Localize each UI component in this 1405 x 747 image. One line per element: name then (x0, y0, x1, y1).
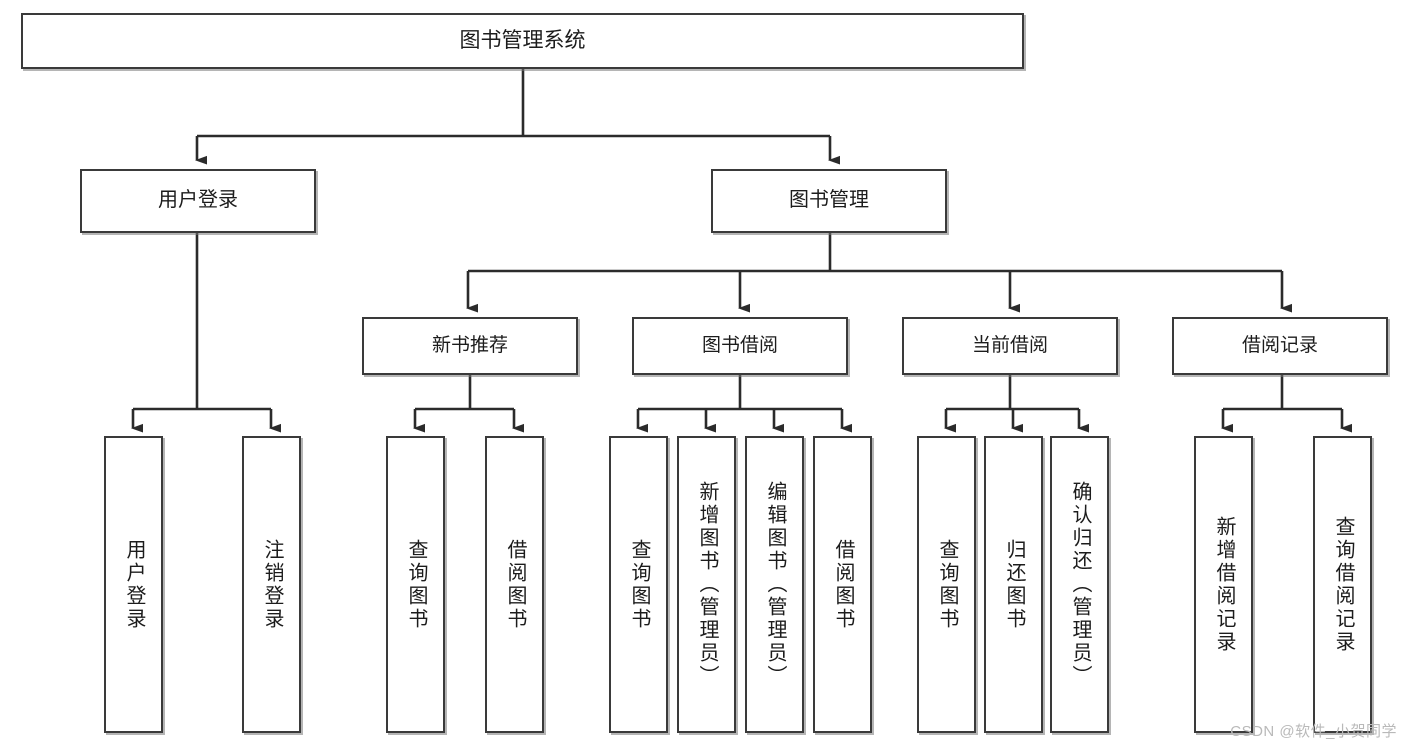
leaf-record-search-record[interactable]: 查询借阅记录 (1313, 436, 1372, 733)
leaf-current-return-book[interactable]: 归还图书 (984, 436, 1043, 733)
leaf-borrow-add-book[interactable]: 新增图书（管理员） (677, 436, 736, 733)
node-label: 查询借阅记录 (1332, 515, 1354, 654)
node-borrow-record[interactable]: 借阅记录 (1172, 317, 1388, 375)
csdn-watermark: CSDN @软件_小贺同学 (1230, 723, 1397, 740)
node-label: 查询图书 (405, 538, 427, 631)
node-label: 新增图书（管理员） (696, 481, 718, 688)
node-label: 用户登录 (158, 189, 238, 212)
node-new-book-recommend[interactable]: 新书推荐 (362, 317, 578, 375)
leaf-borrow-edit-book[interactable]: 编辑图书（管理员） (745, 436, 804, 733)
leaf-recommend-borrow-book[interactable]: 借阅图书 (485, 436, 544, 733)
node-label: 借阅图书 (832, 538, 854, 631)
node-label: 确认归还（管理员） (1069, 481, 1091, 688)
node-label: 查询图书 (628, 538, 650, 631)
node-user-login[interactable]: 用户登录 (80, 169, 316, 233)
node-book-borrow[interactable]: 图书借阅 (632, 317, 848, 375)
node-book-management[interactable]: 图书管理 (711, 169, 947, 233)
node-label: 图书管理系统 (459, 28, 586, 52)
leaf-recommend-search-book[interactable]: 查询图书 (386, 436, 445, 733)
node-label: 图书管理 (789, 189, 869, 212)
leaf-record-add-record[interactable]: 新增借阅记录 (1194, 436, 1253, 733)
node-label: 借阅图书 (504, 538, 526, 631)
node-label: 编辑图书（管理员） (764, 481, 786, 688)
node-label: 新书推荐 (431, 334, 508, 356)
leaf-current-search-book[interactable]: 查询图书 (917, 436, 976, 733)
node-label: 注销登录 (261, 538, 283, 631)
leaf-current-confirm-return[interactable]: 确认归还（管理员） (1050, 436, 1109, 733)
node-label: 当前借阅 (971, 334, 1048, 356)
node-root[interactable]: 图书管理系统 (21, 13, 1024, 69)
node-label: 图书借阅 (701, 334, 778, 356)
node-label: 借阅记录 (1241, 334, 1318, 356)
node-label: 查询图书 (936, 538, 958, 631)
node-label: 新增借阅记录 (1213, 515, 1235, 654)
node-label: 归还图书 (1003, 538, 1025, 631)
node-label: 用户登录 (123, 538, 145, 631)
leaf-user-login-login[interactable]: 用户登录 (104, 436, 163, 733)
leaf-borrow-borrow-book[interactable]: 借阅图书 (813, 436, 872, 733)
leaf-borrow-search-book[interactable]: 查询图书 (609, 436, 668, 733)
leaf-user-login-logout[interactable]: 注销登录 (242, 436, 301, 733)
node-current-borrow[interactable]: 当前借阅 (902, 317, 1118, 375)
